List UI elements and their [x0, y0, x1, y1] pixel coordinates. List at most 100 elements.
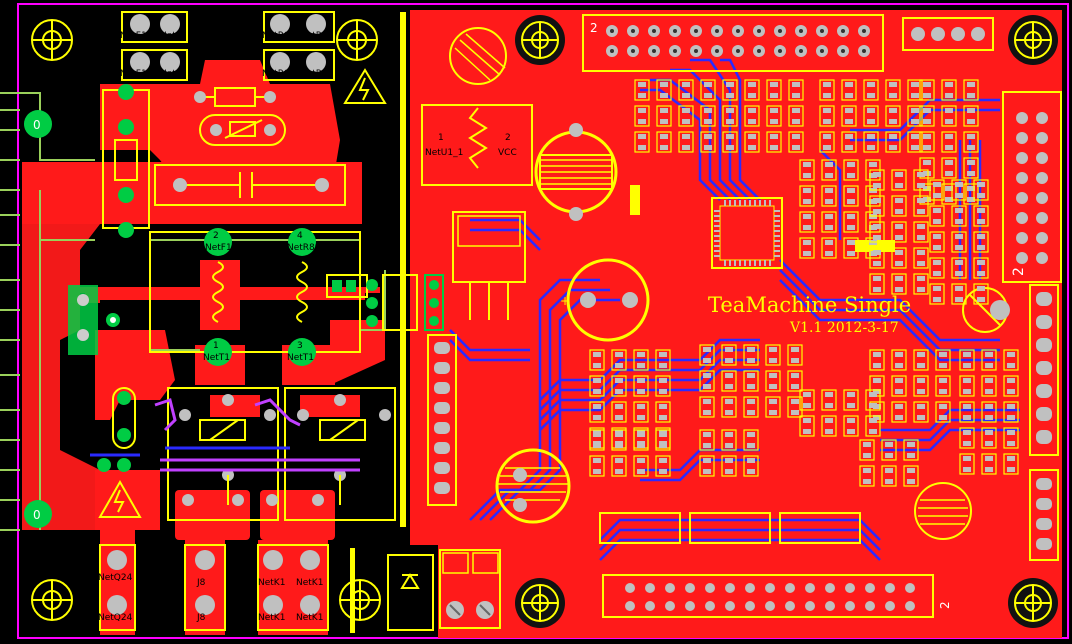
smd-component: [913, 273, 929, 295]
smd-component: [913, 195, 929, 217]
smd-component: [633, 429, 649, 451]
header-pin: [1036, 212, 1048, 224]
smd-component: [973, 205, 989, 227]
smd-component: [721, 396, 737, 418]
smd-component: [699, 344, 715, 366]
header-pin: [825, 583, 835, 593]
smd-component: [611, 429, 627, 451]
svg-text:0: 0: [33, 118, 41, 132]
terminal-pin-0-bottom: 0: [24, 500, 52, 528]
header-pin: [665, 601, 675, 611]
smd-component: [821, 211, 837, 233]
label-header-right-2: 2: [1011, 267, 1027, 276]
smd-component: [963, 157, 979, 179]
smd-component: [981, 349, 997, 371]
smd-component: [655, 429, 671, 451]
smd-component: [973, 257, 989, 279]
svg-text:J8: J8: [196, 613, 206, 623]
header-pin: [1036, 132, 1048, 144]
smd-component: [959, 427, 975, 449]
smd-component: [589, 375, 605, 397]
isolation-slot: [400, 12, 406, 527]
smd-component: [959, 375, 975, 397]
smd-component: [881, 439, 897, 461]
smd-component: [935, 375, 951, 397]
smd-component: [941, 157, 957, 179]
smd-component: [743, 455, 759, 477]
connector-pin: [971, 27, 985, 41]
smd-component: [865, 389, 881, 411]
smd-component: [700, 105, 716, 127]
smd-component: [913, 221, 929, 243]
smd-component: [891, 195, 907, 217]
connector-pin: [434, 422, 450, 434]
smd-component: [1003, 401, 1019, 423]
smd-component: [907, 105, 923, 127]
smd-component: [821, 159, 837, 181]
header-pin: [1016, 132, 1028, 144]
smd-component: [700, 79, 716, 101]
connector-pin: [1036, 407, 1052, 421]
svg-text:VCC: VCC: [498, 148, 517, 158]
smd-component: [819, 131, 835, 153]
connector-pin: [1036, 292, 1052, 306]
smd-component: [656, 105, 672, 127]
terminal-d1: NetD1: [387, 554, 434, 631]
header-pin: [905, 601, 915, 611]
smd-component: [700, 131, 716, 153]
header-pin: [745, 601, 755, 611]
choke-t1: 2 NetF1_2 4 NetR89_2 1 NetT1 3 NetT1: [149, 228, 361, 366]
label-netf1-b: NetF1: [160, 31, 187, 41]
svg-text:NetQ24: NetQ24: [98, 613, 133, 623]
mounting-hole-bm: [339, 579, 381, 621]
smd-component: [799, 159, 815, 181]
smd-component: [799, 415, 815, 437]
smd-component: [913, 349, 929, 371]
mounting-hole-bl: [31, 579, 73, 621]
smd-component: [589, 429, 605, 451]
smd-component: [973, 179, 989, 201]
svg-text:NetK1: NetK1: [296, 613, 323, 623]
smd-component: [869, 221, 885, 243]
connector-pin: [1036, 478, 1052, 490]
smd-component: [722, 131, 738, 153]
logic-section: 2 2 2: [382, 10, 1062, 638]
mounting-hole-br2: [1008, 578, 1058, 628]
header-pin: [705, 583, 715, 593]
smd-component: [743, 396, 759, 418]
connector-pin: [434, 342, 450, 354]
smd-component: [941, 105, 957, 127]
smd-component: [881, 465, 897, 487]
smd-component: [841, 105, 857, 127]
smd-component: [973, 231, 989, 253]
label-netr89-a: NetR89: [262, 31, 296, 41]
smd-component: [843, 415, 859, 437]
smd-component: [655, 401, 671, 423]
smd-component: [843, 389, 859, 411]
label-netr89-b: NetR89: [300, 31, 334, 41]
smd-component: [787, 370, 803, 392]
smd-component: [891, 221, 907, 243]
header-pin: [665, 583, 675, 593]
mounting-hole-br1: [515, 578, 565, 628]
mounting-hole-tr2: [1008, 15, 1058, 65]
header-pin: [1036, 172, 1048, 184]
smd-component: [634, 105, 650, 127]
smd-component: [1003, 427, 1019, 449]
connector-pin: [1036, 538, 1052, 550]
connector-q24: NetQ24 NetQ24: [98, 544, 136, 631]
smd-component: [765, 396, 781, 418]
smd-component: [766, 79, 782, 101]
header-pin: [1036, 192, 1048, 204]
header-pin: [625, 583, 635, 593]
smd-component: [1003, 349, 1019, 371]
smd-component: [633, 401, 649, 423]
smd-component: [744, 131, 760, 153]
smd-component: [959, 401, 975, 423]
smd-component: [859, 439, 875, 461]
smd-component: [919, 157, 935, 179]
header-pin: [1016, 112, 1028, 124]
smd-component: [891, 247, 907, 269]
smd-component: [941, 131, 957, 153]
smd-component: [929, 179, 945, 201]
